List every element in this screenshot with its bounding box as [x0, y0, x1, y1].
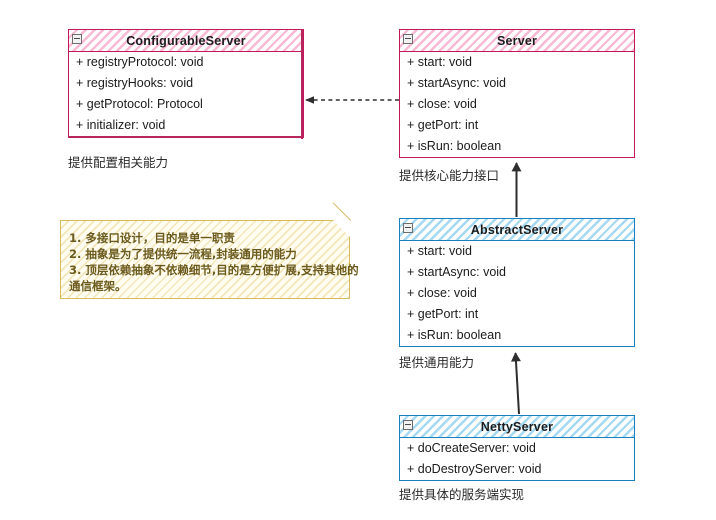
- class-member: + close: void: [407, 97, 477, 111]
- class-box-netty-server[interactable]: NettyServer + doCreateServer: void + doD…: [399, 415, 635, 481]
- class-member: + getPort: int: [407, 307, 479, 321]
- caption-abstract-server: 提供通用能力: [399, 355, 475, 370]
- relation-nettyserver-extends-abstractserver[interactable]: [511, 352, 521, 415]
- class-member: + start: void: [407, 244, 472, 258]
- class-header-configurable-server: ConfigurableServer: [69, 30, 303, 52]
- class-member: + registryHooks: void: [76, 76, 194, 90]
- class-member: + doCreateServer: void: [407, 441, 536, 455]
- class-member: + registryProtocol: void: [76, 55, 204, 69]
- minimize-icon[interactable]: [72, 34, 82, 44]
- class-member: + close: void: [407, 286, 477, 300]
- caption-server: 提供核心能力接口: [399, 168, 500, 183]
- note-fold-corner: [333, 220, 350, 237]
- class-header-server: Server: [400, 30, 634, 52]
- class-members-netty-server: + doCreateServer: void + doDestroyServer…: [400, 438, 634, 480]
- class-members-server: + start: void + startAsync: void + close…: [400, 52, 634, 157]
- minimize-icon[interactable]: [403, 34, 413, 44]
- selection-edge-right: [301, 29, 303, 139]
- class-member: + startAsync: void: [407, 265, 506, 279]
- class-box-abstract-server[interactable]: AbstractServer + start: void + startAsyn…: [399, 218, 635, 347]
- class-members-configurable-server: + registryProtocol: void + registryHooks…: [69, 52, 303, 136]
- class-members-abstract-server: + start: void + startAsync: void + close…: [400, 241, 634, 346]
- design-note[interactable]: 1. 多接口设计，目的是单一职责 2. 抽象是为了提供统一流程,封装通用的能力 …: [60, 202, 359, 302]
- class-name-configurable-server: ConfigurableServer: [126, 34, 246, 48]
- class-member: + start: void: [407, 55, 472, 69]
- class-header-abstract-server: AbstractServer: [400, 219, 634, 241]
- class-member: + isRun: boolean: [407, 328, 502, 342]
- note-body: 1. 多接口设计，目的是单一职责 2. 抽象是为了提供统一流程,封装通用的能力 …: [61, 221, 359, 302]
- class-header-netty-server: NettyServer: [400, 416, 634, 438]
- minimize-icon[interactable]: [403, 420, 413, 430]
- caption-netty-server: 提供具体的服务端实现: [399, 487, 525, 502]
- class-name-server: Server: [496, 34, 538, 48]
- class-member: + getPort: int: [407, 118, 479, 132]
- class-name-abstract-server: AbstractServer: [470, 223, 564, 237]
- class-name-netty-server: NettyServer: [480, 420, 554, 434]
- caption-configurable-server: 提供配置相关能力: [68, 155, 169, 170]
- class-member: + doDestroyServer: void: [407, 462, 542, 476]
- class-member: + initializer: void: [76, 118, 166, 132]
- note-line: 通信框架。: [69, 279, 127, 293]
- class-box-server[interactable]: Server + start: void + startAsync: void …: [399, 29, 635, 158]
- note-line: 1. 多接口设计，目的是单一职责: [69, 231, 235, 245]
- class-member: + getProtocol: Protocol: [76, 97, 203, 111]
- class-box-configurable-server[interactable]: ConfigurableServer + registryProtocol: v…: [68, 29, 304, 137]
- class-member: + isRun: boolean: [407, 139, 502, 153]
- minimize-icon[interactable]: [403, 223, 413, 233]
- note-line: 3. 顶层依赖抽象不依赖细节,目的是方便扩展,支持其他的: [69, 263, 359, 277]
- note-line: 2. 抽象是为了提供统一流程,封装通用的能力: [69, 247, 297, 261]
- selection-edge-bottom: [68, 136, 304, 138]
- class-member: + startAsync: void: [407, 76, 506, 90]
